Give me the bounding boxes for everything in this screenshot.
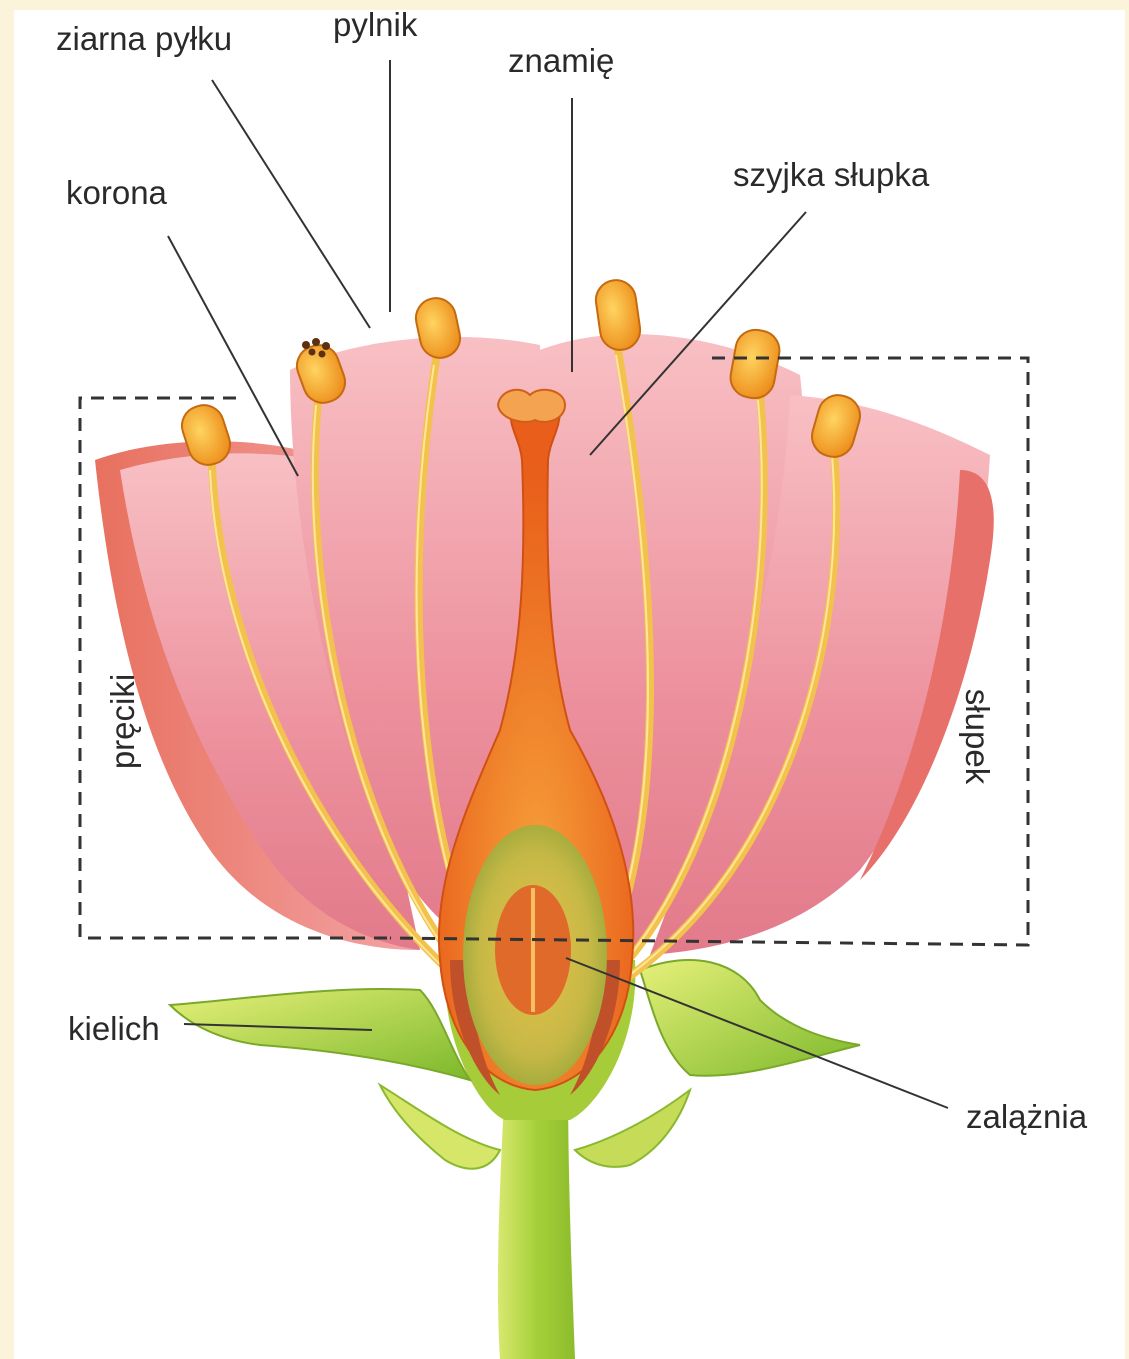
sepal-right (640, 960, 860, 1076)
leader-pollen (212, 80, 370, 328)
label-pistil: słupek (961, 689, 994, 784)
sepal-left (170, 989, 470, 1080)
label-calyx: kielich (68, 1012, 160, 1045)
label-style: szyjka słupka (733, 158, 929, 191)
sepal-right-lower (575, 1090, 690, 1167)
label-stamens: pręciki (106, 674, 139, 769)
stem (498, 1080, 575, 1359)
label-pollen-grains: ziarna pyłku (56, 22, 232, 55)
label-ovary: zalążnia (966, 1100, 1087, 1133)
label-stigma: znamię (508, 44, 614, 77)
label-corolla: korona (66, 176, 167, 209)
label-anther: pylnik (333, 8, 417, 41)
stigma-shape (498, 390, 565, 422)
